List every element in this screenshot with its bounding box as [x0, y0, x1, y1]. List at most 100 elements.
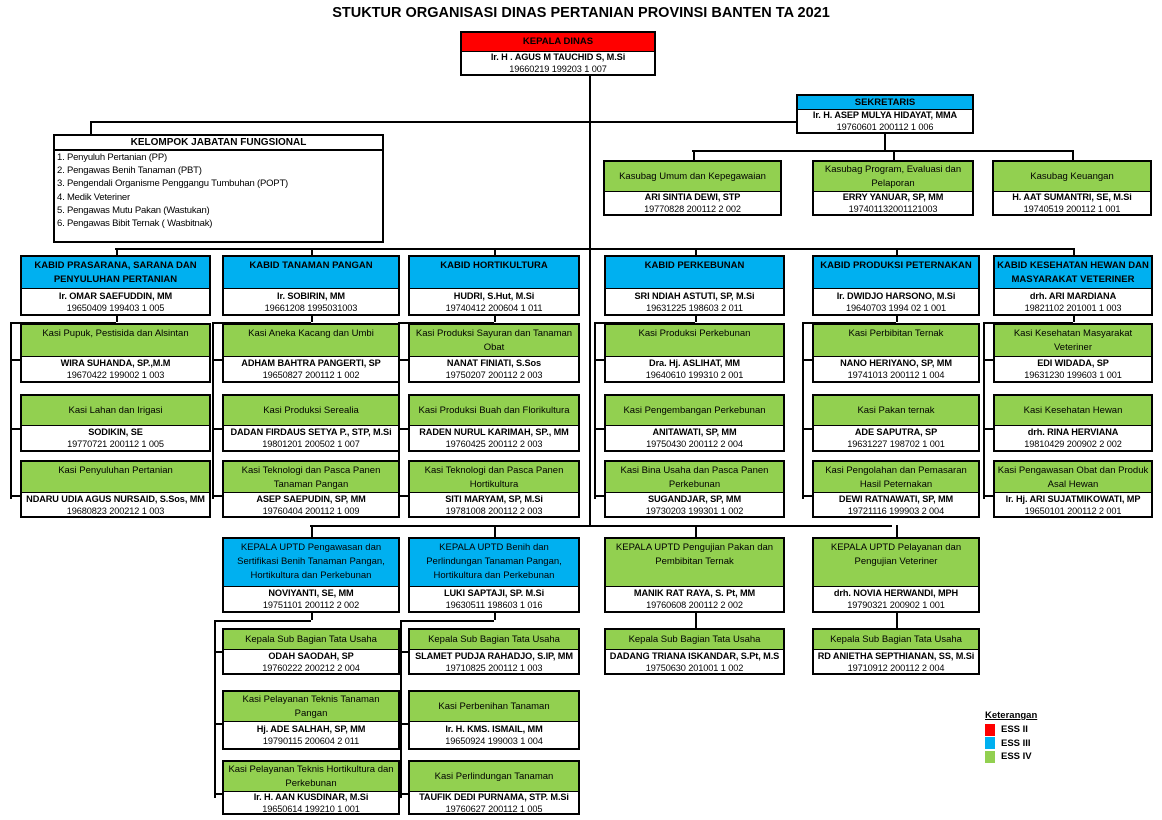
position-title: KEPALA UPTD Pelayanan dan Pengujian Vete… — [814, 539, 978, 587]
official-name: NDARU UDIA AGUS NURSAID, S.Sos, MM — [26, 493, 205, 504]
connector-line — [692, 150, 1072, 152]
position-title: Kasi Perbenihan Tanaman — [410, 692, 578, 722]
connector-line — [398, 359, 408, 361]
connector-line — [802, 495, 812, 497]
legend-swatch — [985, 723, 995, 736]
legend-label: ESS III — [1001, 737, 1031, 749]
connector-line — [212, 495, 222, 497]
position-title: Kasi Kesehatan Masyarakat Veteriner — [995, 325, 1151, 357]
official-info: ASEP SAEPUDIN, SP, MM 19760404 200112 1 … — [224, 493, 398, 516]
fungsional-item: 6. Pengawas Bibit Ternak ( Wasbitnak) — [57, 218, 213, 230]
official-info: HUDRI, S.Hut, M.Si 19740412 200604 1 011 — [410, 289, 578, 314]
position-title: Kasi Lahan dan Irigasi — [22, 396, 209, 426]
official-nip: 19741013 200112 1 004 — [847, 370, 945, 380]
official-nip: 19760425 200112 2 003 — [445, 439, 543, 449]
kasubag-box: Kasubag Keuangan H. AAT SUMANTRI, SE, M.… — [992, 160, 1152, 216]
connector-line — [983, 359, 993, 361]
legend-item-ess4: ESS IV — [985, 750, 1037, 764]
position-title: Kasubag Keuangan — [994, 162, 1150, 192]
kasi-box: Kasi Teknologi dan Pasca Panen Tanaman P… — [222, 460, 400, 518]
position-title: KEPALA DINAS — [462, 33, 654, 52]
official-nip: 19770828 200112 2 002 — [644, 204, 741, 214]
official-info: Ir. H. KMS. ISMAIL, MM 19650924 199003 1… — [410, 722, 578, 748]
position-title: KEPALA UPTD Pengujian Pakan dan Pembibit… — [606, 539, 783, 587]
official-info: drh. ARI MARDIANA 19821102 201001 1 003 — [995, 289, 1151, 314]
legend-swatch — [985, 750, 995, 763]
position-title: Kasi Perbibitan Ternak — [814, 325, 978, 357]
connector-line — [90, 121, 796, 123]
kasi-box: Kasi Kesehatan Hewan drh. RINA HERVIANA … — [993, 394, 1153, 452]
official-nip: 19661208 1995031003 — [264, 302, 358, 313]
uptd-kasi-box: Kasi Pelayanan Teknis Hortikultura dan P… — [222, 760, 400, 815]
kasi-box: Kasi Produksi Perkebunan Dra. Hj. ASLIHA… — [604, 323, 785, 383]
connector-line — [10, 495, 20, 497]
position-title: Kasi Pakan ternak — [814, 396, 978, 426]
official-name: RADEN NURUL KARIMAH, SP., MM — [419, 427, 569, 437]
official-info: ADE SAPUTRA, SP 19631227 198702 1 001 — [814, 426, 978, 450]
chart-title: STUKTUR ORGANISASI DINAS PERTANIAN PROVI… — [332, 5, 830, 21]
kepala-uptd-box: KEPALA UPTD Pelayanan dan Pengujian Vete… — [812, 537, 980, 613]
official-nip: 19760222 200212 2 004 — [262, 662, 360, 673]
position-title: Kasi Pengawasan Obat dan Produk Asal Hew… — [995, 462, 1151, 493]
official-nip: 19760608 200112 2 002 — [646, 600, 743, 610]
legend-label: ESS IV — [1001, 751, 1032, 763]
official-nip: 19810429 200902 2 002 — [1024, 439, 1122, 449]
official-name: drh. NOVIA HERWANDI, MPH — [833, 588, 959, 598]
official-name: ADHAM BAHTRA PANGERTI, SP — [241, 358, 381, 368]
official-nip: 19801201 200502 1 007 — [262, 439, 360, 449]
connector-line — [694, 525, 697, 537]
kasi-box: Kasi Penyuluhan Pertanian NDARU UDIA AGU… — [20, 460, 211, 518]
official-name: ODAH SAODAH, SP — [268, 650, 354, 661]
official-name: DEWI RATNAWATI, SP, MM — [838, 493, 954, 504]
position-title: Kasi Perlindungan Tanaman — [410, 762, 578, 792]
official-name: TAUFIK DEDI PURNAMA, STP. M.Si — [419, 792, 569, 802]
official-info: DEWI RATNAWATI, SP, MM 19721116 199903 2… — [814, 493, 978, 516]
official-info: NANO HERIYANO, SP, MM 19741013 200112 1 … — [814, 357, 978, 381]
official-name: drh. ARI MARDIANA — [1029, 290, 1117, 301]
official-name: drh. RINA HERVIANA — [1027, 427, 1119, 437]
position-title: Kepala Sub Bagian Tata Usaha — [606, 630, 783, 650]
connector-line — [212, 428, 222, 430]
connector-line — [896, 248, 898, 255]
official-name: ERRY YANUAR, SP, MM — [842, 192, 944, 202]
position-title: Kasi Teknologi dan Pasca Panen Hortikult… — [410, 462, 578, 493]
official-nip: 19790115 200604 2 011 — [262, 736, 360, 746]
connector-line — [802, 359, 812, 361]
position-title: Kepala Sub Bagian Tata Usaha — [410, 630, 578, 650]
official-info: Ir. H. AAN KUSDINAR, M.Si 19650614 19921… — [224, 792, 398, 813]
kasubag-box: Kasubag Umum dan Kepegawaian ARI SINTIA … — [603, 160, 782, 216]
official-info: NOVIYANTI, SE, MM 19751101 200112 2 002 — [224, 587, 398, 611]
official-info: Dra. Hj. ASLIHAT, MM 19640610 199310 2 0… — [606, 357, 783, 381]
official-name: Ir. H. ASEP MULYA HIDAYAT, MMA — [812, 110, 958, 120]
official-info: SRI NDIAH ASTUTI, SP, M.Si 19631225 1986… — [606, 289, 783, 314]
connector-line — [694, 316, 697, 322]
official-nip: 19781008 200112 2 003 — [445, 505, 543, 516]
fungsional-item: 2. Pengawas Benih Tanaman (PBT) — [57, 165, 202, 177]
uptd-kasi-box: Kasi Pelayanan Teknis Tanaman Pangan Hj.… — [222, 690, 400, 750]
fungsional-item: 3. Pengendali Organisme Penggangu Tumbuh… — [57, 178, 289, 190]
position-title: KABID PRODUKSI PETERNAKAN — [814, 257, 978, 289]
official-nip: 19751101 200112 2 002 — [262, 600, 360, 610]
official-info: ERRY YANUAR, SP, MM 197401132001121003 — [814, 192, 972, 214]
official-name: SODIKIN, SE — [88, 427, 143, 437]
position-title: Kasi Kesehatan Hewan — [995, 396, 1151, 426]
connector-line — [594, 359, 604, 361]
connector-line — [494, 316, 496, 322]
uptd-kasi-box: Kepala Sub Bagian Tata Usaha ODAH SAODAH… — [222, 628, 400, 675]
official-name: Ir. H . AGUS M TAUCHID S, M.Si — [490, 52, 626, 62]
connector-line — [594, 495, 604, 497]
official-name: SITI MARYAM, SP, M.Si — [445, 493, 543, 504]
official-info: ADHAM BAHTRA PANGERTI, SP 19650827 20011… — [224, 357, 398, 381]
position-title: Kasi Produksi Perkebunan — [606, 325, 783, 357]
connector-line — [594, 428, 604, 430]
connector-line — [10, 322, 12, 499]
official-info: ODAH SAODAH, SP 19760222 200212 2 004 — [224, 650, 398, 673]
position-title: Kasi Produksi Sayuran dan Tanaman Obat — [410, 325, 578, 357]
official-nip: 19760404 200112 1 009 — [262, 505, 360, 516]
kepala-dinas-box: KEPALA DINAS Ir. H . AGUS M TAUCHID S, M… — [460, 31, 656, 76]
connector-line — [896, 613, 898, 628]
official-info: RADEN NURUL KARIMAH, SP., MM 19760425 20… — [410, 426, 578, 450]
kabid-box: KABID HORTIKULTURA HUDRI, S.Hut, M.Si 19… — [408, 255, 580, 316]
position-title: Kepala Sub Bagian Tata Usaha — [814, 630, 978, 650]
connector-line — [494, 248, 496, 255]
